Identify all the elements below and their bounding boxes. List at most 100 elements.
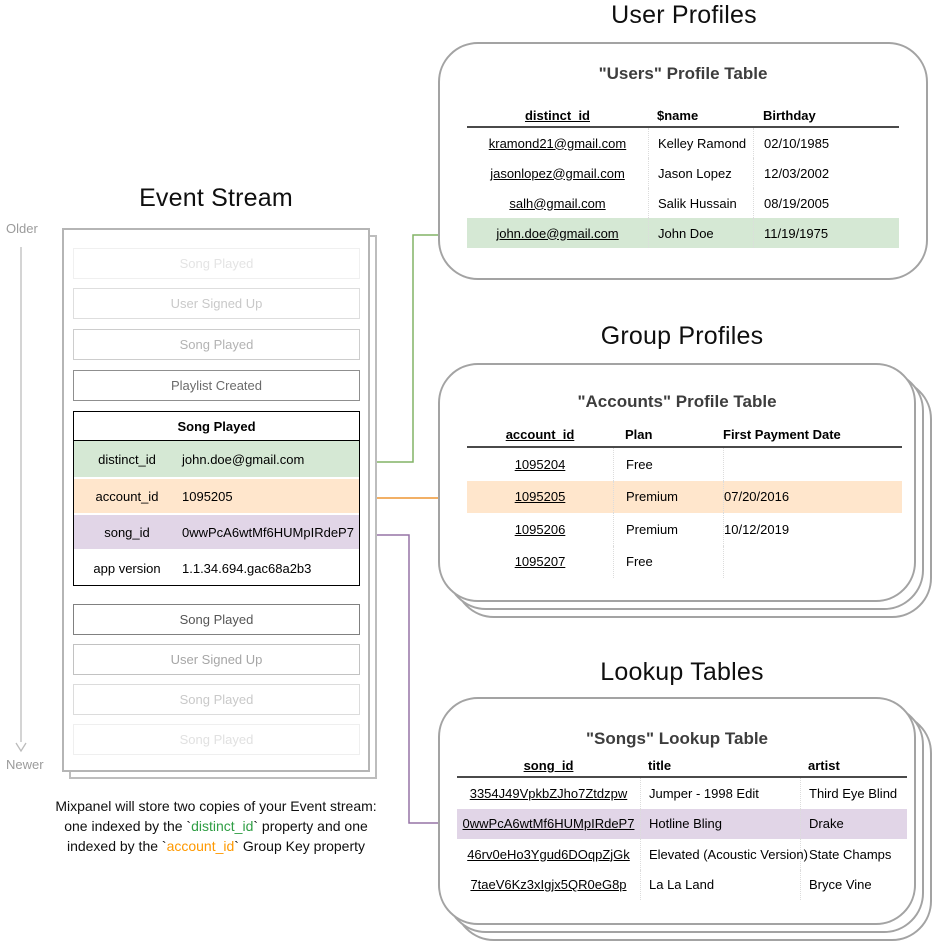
event-label: Song Played [179,612,254,627]
event-box-faded: Song Played [73,684,360,715]
table-row: 1095206 Premium 10/12/2019 [467,513,902,546]
event-property-row: song_id 0wwPcA6wtMf6HUMpIRdeP7 [74,513,359,549]
caption-account-id: account_id [166,838,235,854]
table-row: jasonlopez@gmail.com Jason Lopez 12/03/2… [467,158,899,188]
table-cell: 0wwPcA6wtMf6HUMpIRdeP7 [462,816,635,832]
table-row-highlighted: 1095205 Premium 07/20/2016 [467,480,902,513]
event-box-faded: Song Played [73,604,360,635]
group-profiles-title: Group Profiles [600,322,764,350]
table-row: kramond21@gmail.com Kelley Ramond 02/10/… [467,128,899,158]
column-header: account_id [505,426,575,442]
table-cell: 46rv0eHo3Ygud6DOqpZjGk [467,846,630,862]
event-box-faded: Song Played [73,724,360,755]
column-header: title [648,758,672,773]
caption-line3-post: ` Group Key property [234,838,366,854]
timeline-arrowhead-icon [15,742,27,753]
caption-line3-pre: indexed by the ` [66,838,167,854]
property-key: distinct_id [98,451,156,467]
table-row: 7taeV6Kz3xIgjx5QR0eG8p La La Land Bryce … [457,869,907,900]
table-cell: 12/03/2002 [753,158,899,188]
column-header: artist [808,758,840,773]
table-row-highlighted: john.doe@gmail.com John Doe 11/19/1975 [467,218,899,248]
property-value: 0wwPcA6wtMf6HUMpIRdeP7 [182,524,354,540]
users-card-title: "Users" Profile Table [598,64,768,83]
event-label: Song Played [179,692,254,707]
table-row: 1095207 Free [467,545,902,578]
table-cell: Jason Lopez [648,158,753,188]
column-header: distinct_id [524,107,590,123]
accounts-card-title: "Accounts" Profile Table [577,392,777,411]
table-cell: 07/20/2016 [723,480,902,513]
event-label: User Signed Up [170,652,263,667]
table-row: 3354J49VpkbZJho7Ztdzpw Jumper - 1998 Edi… [457,778,907,809]
table-cell: Elevated (Acoustic Version) [640,839,808,870]
caption-distinct-id: distinct_id [191,818,254,834]
table-cell: Salik Hussain [648,188,753,218]
property-value: john.doe@gmail.com [182,451,305,467]
table-row-highlighted: 0wwPcA6wtMf6HUMpIRdeP7 Hotline Bling Dra… [457,808,907,839]
table-cell: Premium [613,480,723,513]
table-row: 1095204 Free [467,448,902,481]
table-cell: Third Eye Blind [800,778,907,809]
table-cell: Free [613,448,723,481]
table-cell [723,448,902,481]
column-header: song_id [523,758,574,773]
event-property-row: account_id 1095205 [74,477,359,513]
property-value: 1095205 [182,488,233,504]
column-header: First Payment Date [723,426,841,442]
songs-table-header: song_id title artist [457,755,907,778]
table-cell: Hotline Bling [640,808,800,839]
table-cell: 3354J49VpkbZJho7Ztdzpw [469,785,628,801]
column-header: $name [657,107,699,123]
caption-line2-pre: one indexed by the ` [64,818,192,834]
property-key: app version [93,560,161,576]
table-cell: 1095207 [514,554,566,570]
songs-card-title: "Songs" Lookup Table [585,729,769,748]
caption: Mixpanel will store two copies of your E… [40,796,392,856]
event-stream-title: Event Stream [139,184,293,212]
table-cell: 10/12/2019 [723,513,902,546]
table-cell: State Champs [800,839,907,870]
older-label: Older [6,221,38,236]
table-cell: 1095205 [514,489,566,505]
event-box-faded: Song Played [73,329,360,360]
newer-label: Newer [6,757,44,772]
active-event-card: Song Played distinct_id john.doe@gmail.c… [73,411,360,586]
property-value: 1.1.34.694.gac68a2b3 [182,560,312,576]
table-cell: 02/10/1985 [753,128,899,158]
table-cell: Kelley Ramond [648,128,753,158]
user-profiles-title: User Profiles [611,1,757,29]
accounts-table-header: account_id Plan First Payment Date [467,422,902,448]
active-event-properties: distinct_id john.doe@gmail.com account_i… [73,441,360,586]
table-cell: La La Land [640,869,800,900]
event-label: Playlist Created [170,378,263,393]
event-label: Song Played [179,732,254,747]
table-cell: jasonlopez@gmail.com [490,165,625,181]
users-table: distinct_id $name Birthday kramond21@gma… [467,104,899,248]
event-label: User Signed Up [170,296,263,311]
table-row: 46rv0eHo3Ygud6DOqpZjGk Elevated (Acousti… [457,839,907,870]
table-cell: 1095204 [514,456,566,472]
table-cell: John Doe [648,218,753,248]
table-cell: 1095206 [514,521,566,537]
active-event-name: Song Played [73,411,360,441]
table-cell: Jumper - 1998 Edit [640,778,800,809]
table-cell: Drake [800,808,907,839]
table-cell: john.doe@gmail.com [496,225,619,241]
songs-table: song_id title artist 3354J49VpkbZJho7Ztd… [457,755,907,900]
lookup-tables-title: Lookup Tables [600,658,764,686]
table-cell: 11/19/1975 [753,218,899,248]
accounts-table: account_id Plan First Payment Date 10952… [467,422,902,578]
table-cell: Premium [613,513,723,546]
event-property-row: distinct_id john.doe@gmail.com [74,441,359,477]
event-label: Song Played [179,256,254,271]
caption-line1: Mixpanel will store two copies of your E… [55,798,377,814]
event-label: Song Played [179,337,254,352]
table-cell: 08/19/2005 [753,188,899,218]
column-header: Plan [625,426,653,442]
table-cell: 7taeV6Kz3xIgjx5QR0eG8p [470,877,627,893]
property-key: song_id [104,524,150,540]
event-box-faded: User Signed Up [73,644,360,675]
property-key: account_id [95,488,159,504]
table-cell: Free [613,545,723,578]
